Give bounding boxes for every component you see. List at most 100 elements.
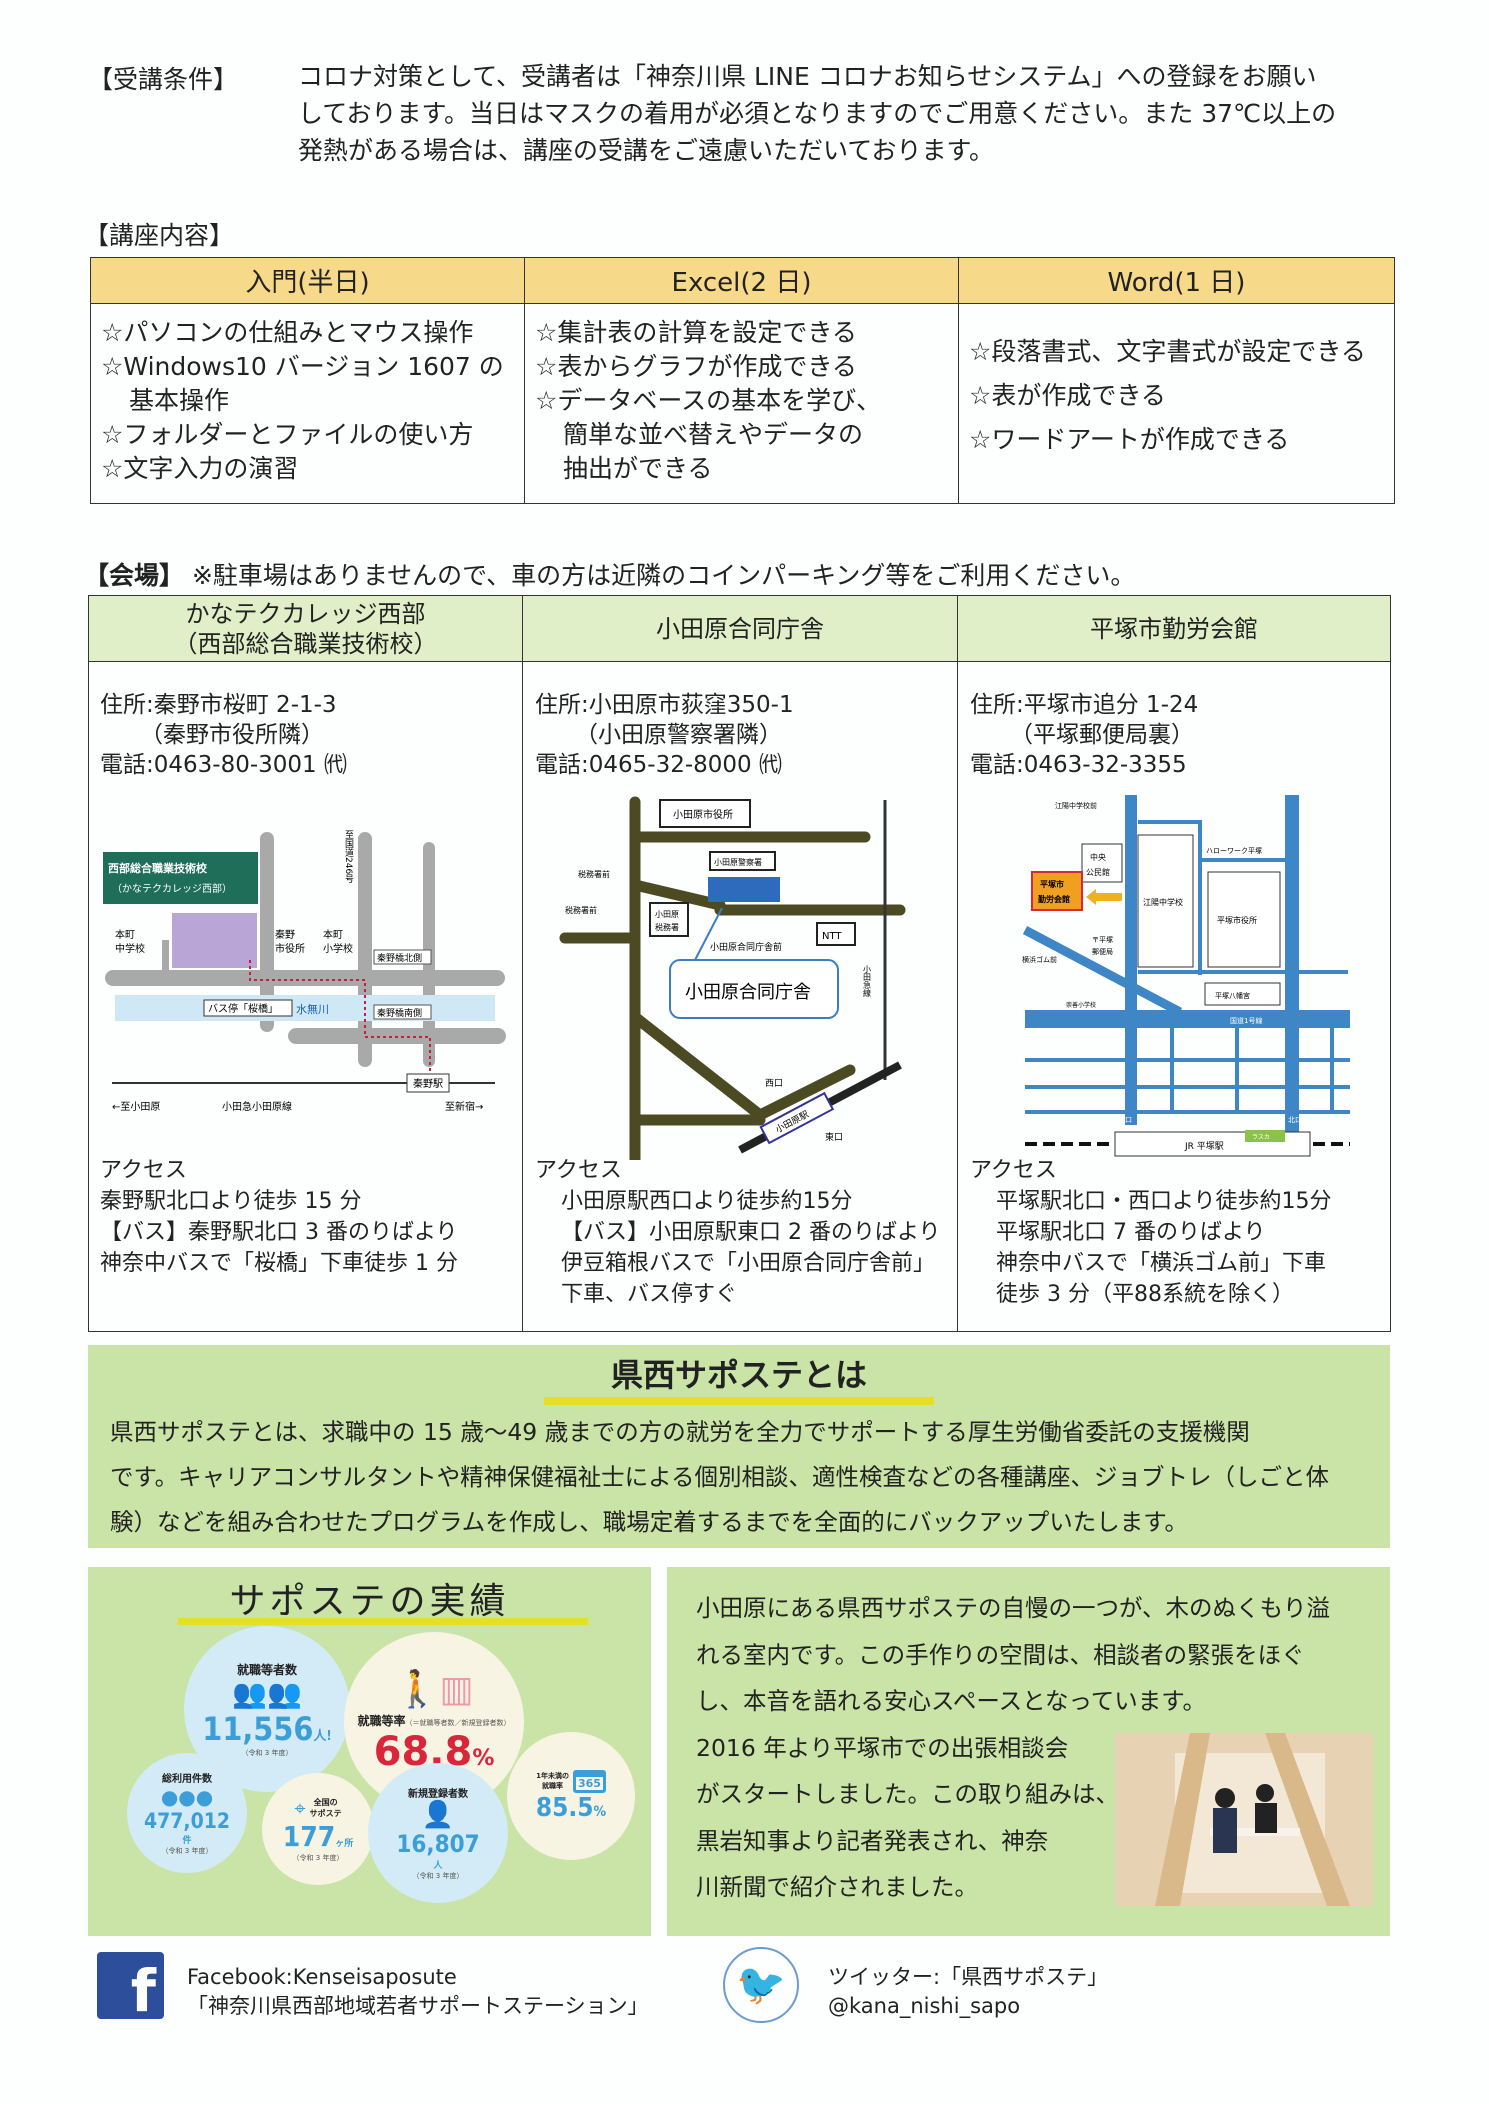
access-line: 伊豆箱根バスで「小田原合同庁舎前」 [561,1251,936,1276]
map-label: 本町 [323,928,343,941]
course-item: ☆文字入力の演習 [101,454,299,483]
map-label: 小田原市役所 [673,808,733,821]
people-icon: 👥👥 [232,1676,302,1710]
venue-info-1: 住所:秦野市桜町 2-1-3 （秦野市役所隣） 電話:0463-80-3001 … [100,690,347,780]
phone: 電話:0463-80-3001 ㈹ [100,752,347,778]
course-item: ☆表からグラフが作成できる [535,352,857,381]
twitter-icon[interactable]: 🐦 [723,1947,799,2023]
stat-value: 16,807 [396,1830,480,1858]
venue-subtitle: （西部総合職業技術校） [173,629,438,658]
stat-unit: % [472,1745,495,1771]
course-header: 入門(半日) [90,257,525,304]
access-line: アクセス [100,1158,187,1183]
conditions-label: 【受講条件】 [88,65,239,94]
facebook-account[interactable]: Facebook:Kenseisaposute [187,1965,457,1989]
map-label: 北口 [1288,1116,1302,1124]
venue-title: かなテクカレッジ西部 [185,599,426,628]
access-line: アクセス [535,1158,622,1183]
map-label: 東口 [825,1131,843,1143]
stat-unit: 人! [313,1728,332,1744]
venue-info-2: 住所:小田原市荻窪350-1 （小田原警察署隣） 電話:0465-32-8000… [535,690,794,780]
access-1: アクセス 秦野駅北口より徒歩 15 分 【バス】秦野駅北口 3 番のりばより 神… [100,1155,458,1279]
twitter-handle[interactable]: @kana_nishi_sapo [828,1994,1021,2018]
map-label: 秦野橋北側 [377,952,422,964]
access-line: 徒歩 3 分（平88系統を除く） [996,1282,1294,1307]
map-label: 水無川 [296,1002,329,1016]
access-line: 【バス】小田原駅東口 2 番のりばより [561,1220,941,1245]
map-label: 中央 [1090,852,1106,862]
person-icon: 👤 [421,1800,455,1830]
map-label: 本町 [115,928,135,941]
map-label: 税務署前 [578,869,610,879]
course-item: ☆ワードアートが作成できる [969,425,1290,454]
map-label: 小田原合同庁舎前 [710,941,782,953]
stat-note: （令和 3 年度） [241,1748,293,1757]
address: 住所:小田原市荻窪350-1 [535,692,794,718]
courses-label: 【講座内容】 [84,221,235,250]
stat-unit: ヶ所 [335,1838,354,1849]
stat-sub: （＝就職等者数／新規登録者数） [405,1718,511,1727]
map-label: 西口 [765,1078,783,1089]
map-label: 平塚八幡宮 [1215,991,1250,1000]
course-item: ☆表が作成できる [969,381,1166,410]
address: 住所:秦野市桜町 2-1-3 [100,692,337,718]
course-item: ☆集計表の計算を設定できる [535,318,857,347]
map-label: 小田急小田原線 [222,1100,292,1113]
stat-unit: 件 [182,1836,192,1846]
map-label: 至国道246号 [343,830,354,884]
map-label: 江陽中学校 [1143,897,1183,907]
map-label: JR 平塚駅 [1184,1141,1224,1152]
results-title: サポステの実績 [229,1581,510,1622]
facebook-name: 「神奈川県西部地域若者サポートステーション」 [187,1994,649,2018]
map-label: 西口 [1118,1116,1132,1124]
address-note: （秦野市役所隣） [140,722,324,748]
course-item: ☆データベースの基本を学び、 [535,386,882,415]
map-label: 郵便局 [1092,947,1113,956]
facebook-info: Facebook:Kenseisaposute 「神奈川県西部地域若者サポートス… [187,1963,649,2021]
stat-label: 全国の [313,1797,338,1807]
map-label: （かなテクカレッジ西部） [112,882,232,895]
course-item: 基本操作 [129,386,230,415]
access-line: 【バス】秦野駅北口 3 番のりばより [100,1220,458,1245]
venue-info-3: 住所:平塚市追分 1-24 （平塚郵便局裏） 電話:0463-32-3355 [970,690,1198,780]
access-line: 秦野駅北口より徒歩 15 分 [100,1189,362,1214]
map-label: 〒平塚 [1092,935,1113,944]
odawara-line: 黒岩知事より記者発表され、神奈 [696,1826,1049,1855]
odawara-line: し、本音を語れる安心スペースとなっています。 [696,1687,1206,1715]
map-label: 公民館 [1086,867,1110,877]
twitter-info: ツイッター:「県西サポステ」 @kana_nishi_sapo [828,1963,1108,2021]
facebook-icon[interactable]: f [97,1952,164,2025]
map-label: 横浜ゴム前 [1022,955,1057,964]
address: 住所:平塚市追分 1-24 [970,692,1199,718]
map-label: 税務署 [655,922,679,932]
map-label: 平塚市役所 [1217,915,1257,925]
course-item: ☆パソコンの仕組みとマウス操作 [101,318,474,347]
stat-label: 就職等率 [357,1713,406,1728]
access-line: 神奈中バスで「横浜ゴム前」下車 [996,1251,1327,1276]
access-line: 神奈中バスで「桜橋」下車徒歩 1 分 [100,1251,458,1276]
about-title: 県西サポステとは [610,1356,867,1394]
stat-unit: % [593,1803,607,1820]
stat-label: 就職率 [542,1782,564,1790]
course-item: 抽出ができる [563,454,713,483]
map-hadano: 西部総合職業技術校 （かなテクカレッジ西部） 本町 中学校 秦野 市役所 本町 … [103,830,506,1113]
venue-header: かなテクカレッジ西部（西部総合職業技術校） [88,595,523,662]
about-line: です。キャリアコンサルタントや精神保健福祉士による個別相談、適性検査などの各種講… [110,1463,1329,1491]
stat-registrations: 新規登録者数 👤 16,807 人 （令和 3 年度） [368,1763,508,1903]
stat-unit: 人 [433,1861,443,1871]
access-line: 下車、バス停すぐ [561,1282,738,1307]
course-cell-word: ☆段落書式、文字書式が設定できる ☆表が作成できる ☆ワードアートが作成できる [958,303,1395,504]
venue-label: 【会場】 [84,561,185,590]
course-header: Word(1 日) [958,257,1395,304]
venue-heading: 【会場】 ※駐車場はありませんので、車の方は近隣のコインパーキング等をご利用くだ… [84,556,1135,592]
conditions-line: コロナ対策として、受講者は「神奈川県 LINE コロナお知らせシステム」への登録… [298,62,1317,91]
stat-label: 就職等者数 [236,1662,297,1677]
access-line: 小田原駅西口より徒歩約15分 [561,1189,853,1214]
course-header: Excel(2 日) [524,257,959,304]
map-label: 市役所 [275,942,305,955]
map-label: 小田原合同庁舎 [685,982,811,1003]
stat-label: 総利用件数 [162,1774,212,1785]
twitter-name: ツイッター:「県西サポステ」 [828,1965,1109,1989]
courses-table: 入門(半日) Excel(2 日) Word(1 日) ☆パソコンの仕組みとマウ… [90,257,1395,504]
stat-rate: 🚶▥ 就職等率（＝就職等者数／新規登録者数） 68.8% [344,1632,524,1812]
